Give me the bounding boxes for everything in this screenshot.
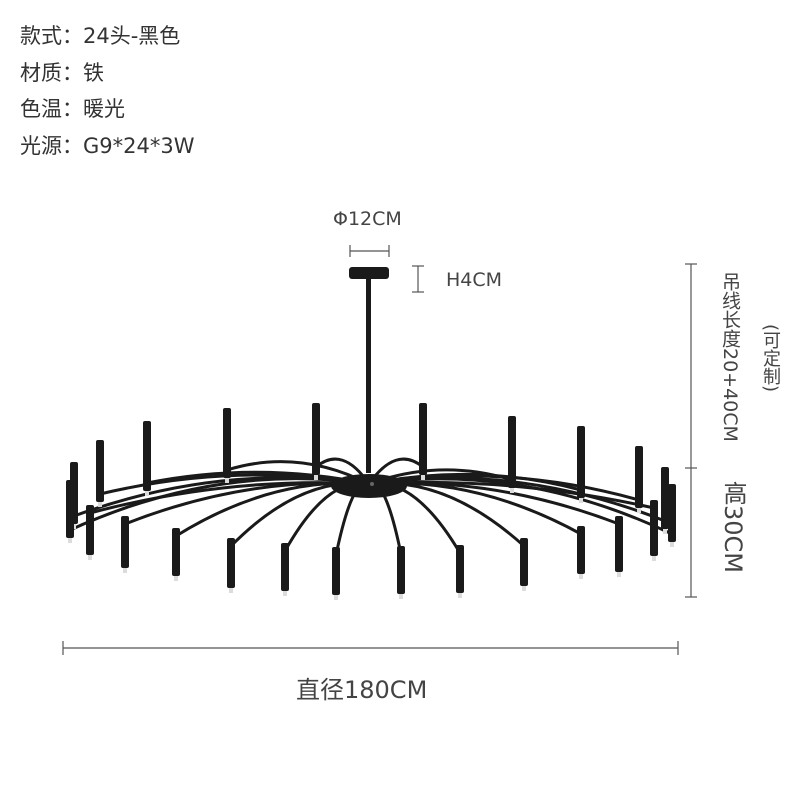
light-tube <box>615 516 623 572</box>
ceiling-canopy <box>349 267 389 279</box>
bulb <box>98 502 102 507</box>
suspension-rod <box>366 279 371 473</box>
light-tube <box>668 484 676 542</box>
bulb <box>670 542 674 547</box>
bulb <box>522 586 526 591</box>
spec-list: 款式：24头-黑色 材质：铁 色温：暖光 光源：G9*24*3W <box>20 18 194 164</box>
light-tube <box>508 416 516 488</box>
light-tube <box>66 480 74 538</box>
canopy-height-dimension <box>412 265 424 293</box>
bulb <box>174 576 178 581</box>
light-tube <box>172 528 180 576</box>
bulb <box>617 572 621 577</box>
bulb <box>399 594 403 599</box>
spec-color-temperature: 色温：暖光 <box>20 97 125 121</box>
hub-screw <box>370 482 374 486</box>
canopy-width-dimension <box>349 245 390 257</box>
spec-light-source: 光源：G9*24*3W <box>20 133 195 158</box>
height-dimension-lines <box>685 263 697 598</box>
bulb <box>458 593 462 598</box>
bulb <box>421 475 425 480</box>
bulb <box>229 588 233 593</box>
light-tube <box>86 505 94 555</box>
bulb <box>663 529 667 534</box>
chandelier-arm <box>69 477 370 532</box>
light-tube <box>456 545 464 593</box>
light-tube <box>635 446 643 508</box>
light-tube <box>520 538 528 586</box>
bulb <box>145 491 149 496</box>
light-tube <box>143 421 151 491</box>
light-tube <box>312 403 320 475</box>
canopy-height-label: H4CM <box>446 269 503 291</box>
center-hub <box>331 474 407 498</box>
bulb <box>314 475 318 480</box>
bulb <box>68 538 72 543</box>
bulb <box>579 574 583 579</box>
light-tube <box>121 516 129 568</box>
bulb <box>652 556 656 561</box>
light-tube <box>96 440 104 502</box>
light-tube <box>223 408 231 478</box>
bulb <box>123 568 127 573</box>
light-tube <box>397 546 405 594</box>
customizable-label: (可定制) <box>760 324 781 393</box>
bulb <box>88 555 92 560</box>
bulb <box>510 488 514 493</box>
diameter-label: 直径180CM <box>296 676 428 704</box>
light-tube <box>577 426 585 498</box>
bulb <box>579 498 583 503</box>
light-tubes <box>66 403 676 600</box>
diameter-dimension-line <box>62 641 679 655</box>
light-tube <box>661 467 669 529</box>
light-tube <box>227 538 235 588</box>
height-label: 高30CM <box>719 481 747 574</box>
light-tube <box>332 547 340 595</box>
cable-length-label: 吊线长度20+40CM <box>719 272 741 442</box>
light-tube <box>281 543 289 591</box>
bulb <box>283 591 287 596</box>
spec-style: 款式：24头-黑色 <box>20 24 181 48</box>
bulb <box>637 508 641 513</box>
light-tube <box>577 526 585 574</box>
canopy-diameter-label: Φ12CM <box>333 208 402 230</box>
spec-material: 材质：铁 <box>20 60 104 85</box>
bulb <box>225 478 229 483</box>
light-tube <box>650 500 658 556</box>
light-tube <box>419 403 427 475</box>
bulb <box>334 595 338 600</box>
